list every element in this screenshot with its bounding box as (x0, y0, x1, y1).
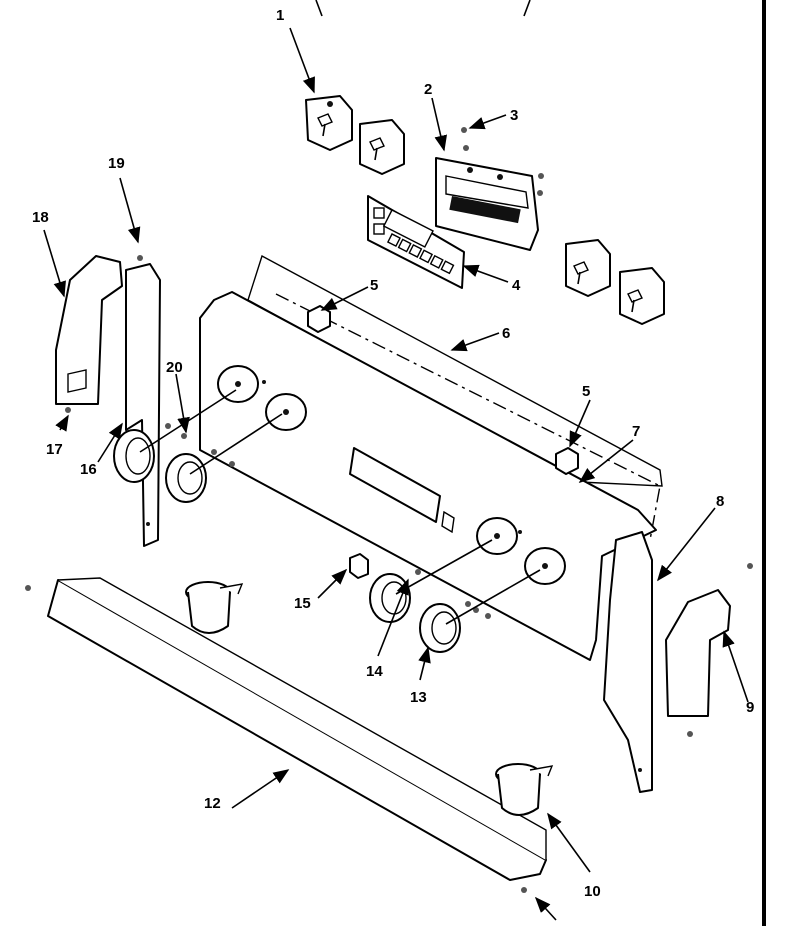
callout-5a: 5 (370, 277, 378, 294)
callout-14: 14 (366, 663, 383, 680)
callout-3: 3 (510, 107, 518, 124)
callout-2: 2 (424, 81, 432, 98)
screws-3 (461, 127, 544, 196)
electronic-clock-control (435, 157, 539, 251)
indicator-light-5a (307, 305, 331, 333)
callout-9: 9 (746, 699, 754, 716)
callout-7: 7 (632, 423, 640, 440)
callout-18: 18 (32, 209, 49, 226)
callout-13: 13 (410, 689, 427, 706)
callout-10: 10 (584, 883, 601, 900)
indicator-light-5b (555, 447, 579, 475)
callout-6: 6 (502, 325, 510, 342)
callout-5b: 5 (582, 383, 590, 400)
knob-14 (369, 573, 411, 623)
right-side-bracket (603, 531, 653, 793)
callouts: 1 2 3 4 5 5 6 7 8 9 10 12 13 14 15 16 17… (32, 7, 754, 900)
callout-19: 19 (108, 155, 125, 172)
right-end-cap (665, 589, 731, 717)
rotary-switch-1a (305, 95, 353, 151)
callout-8: 8 (716, 493, 724, 510)
indicator-light-15 (349, 553, 369, 579)
leader-lines (43, 0, 749, 921)
callout-20: 20 (166, 359, 183, 376)
knob-16 (113, 429, 155, 483)
knob-13 (419, 603, 461, 653)
callout-16: 16 (80, 461, 97, 478)
lower-trim (47, 577, 547, 881)
callout-17: 17 (46, 441, 63, 458)
callout-4: 4 (512, 277, 521, 294)
callout-15: 15 (294, 595, 311, 612)
rear-shield (247, 254, 663, 541)
rotary-switch-right-a (565, 239, 611, 297)
knob-16b (165, 453, 207, 503)
touchpad-overlay (367, 195, 465, 289)
callout-12: 12 (204, 795, 221, 812)
callout-1: 1 (276, 7, 284, 24)
screws-20 (25, 255, 753, 893)
rotary-switch-right-b (619, 267, 665, 325)
rotary-switch-1b (359, 119, 405, 175)
bezel-left (185, 581, 244, 634)
left-side-bracket (125, 263, 161, 547)
bezel-right (495, 763, 554, 816)
backguard-panel (199, 291, 657, 661)
left-end-cap (55, 255, 123, 405)
